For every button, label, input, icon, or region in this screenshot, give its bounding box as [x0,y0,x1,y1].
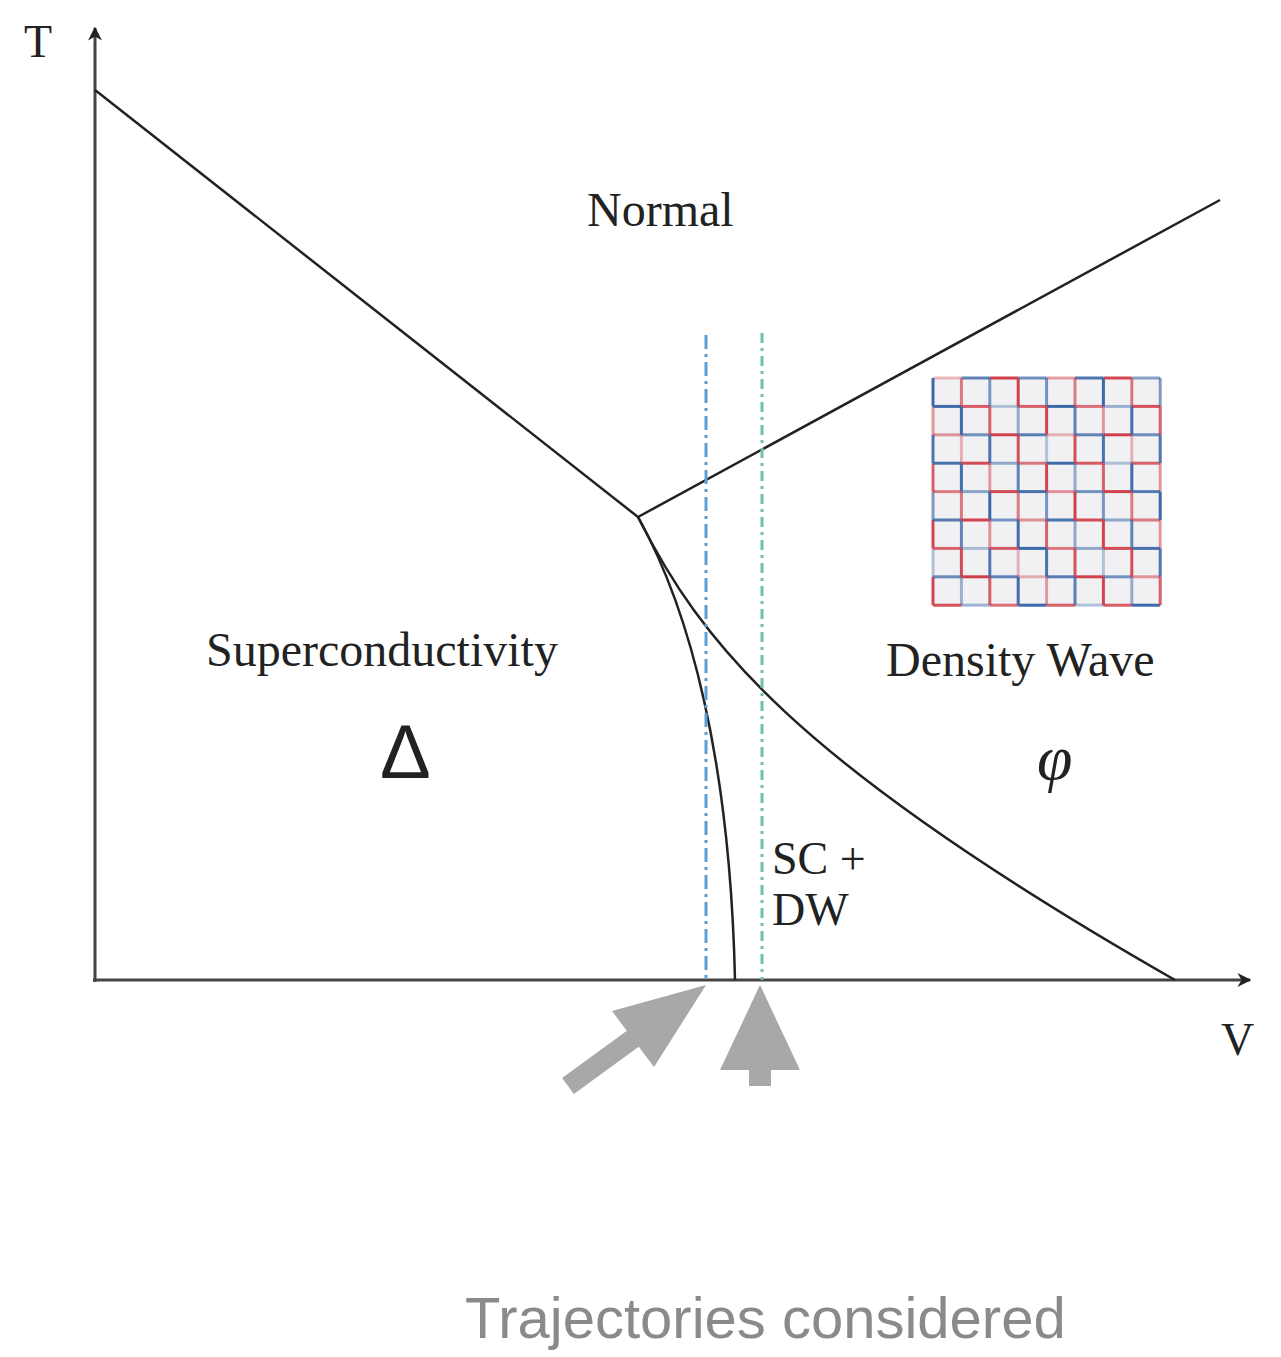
trajectory-blue [705,335,708,980]
order-parameter: φ [1037,723,1072,793]
phase-boundaries [95,90,1220,980]
axes [93,28,1250,982]
axis-label: T [24,17,52,68]
trajectory-green [761,333,764,980]
annotation: Trajectories considered [465,1286,1066,1350]
phase-label: SC + DW [772,834,902,935]
phase-label: Superconductivity [206,624,558,677]
order-parameter: Δ [380,710,431,794]
axis-label: V [1221,1015,1254,1066]
phase-label: Density Wave [886,634,1155,687]
density-wave-pattern [933,378,1160,605]
phase-label: Normal [587,184,734,237]
pointer-arrows [568,985,800,1086]
